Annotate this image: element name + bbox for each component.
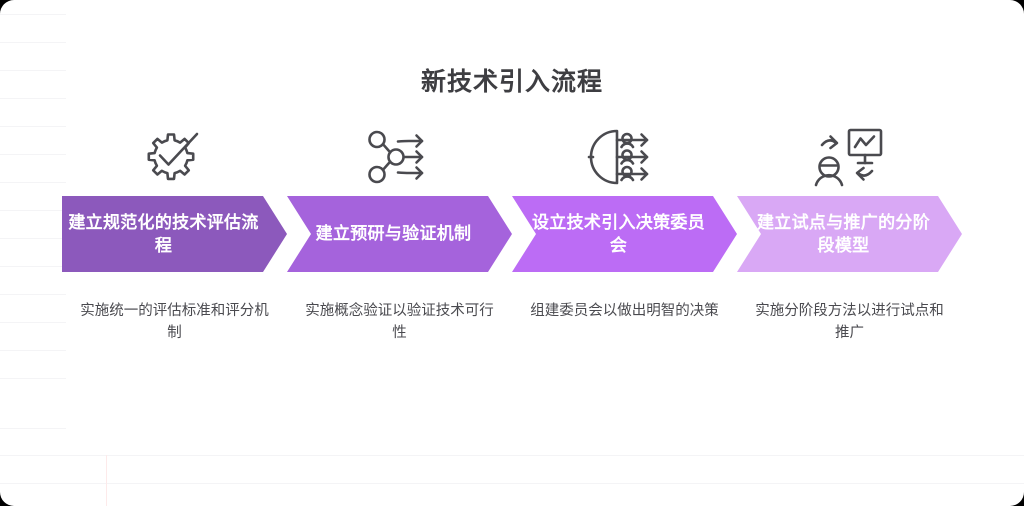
flow-step[interactable]: 建立预研与验证机制 实施概念验证以验证技术可行性 (287, 118, 512, 345)
guide-line (0, 294, 66, 295)
committee-group-arrows-icon (577, 118, 673, 196)
step-caption: 实施概念验证以验证技术可行性 (305, 303, 494, 342)
guide-line (0, 266, 66, 267)
guide-line (0, 483, 1024, 484)
guide-line (0, 154, 66, 155)
guide-line (0, 182, 66, 183)
step-caption: 组建委员会以做出明智的决策 (530, 303, 719, 319)
chevron-label: 设立技术引入决策委员会 (532, 212, 705, 255)
chevron-label: 建立预研与验证机制 (315, 224, 472, 244)
guide-line (0, 428, 66, 429)
flow-step[interactable]: 设立技术引入决策委员会 组建委员会以做出明智的决策 (512, 118, 737, 322)
chevron-banner[interactable]: 建立预研与验证机制 (287, 196, 512, 272)
guide-line (0, 42, 66, 43)
guide-line (0, 378, 66, 379)
guide-line (0, 238, 66, 239)
guide-line (0, 210, 66, 211)
guide-line (0, 14, 66, 15)
guide-line (0, 455, 1024, 456)
gear-check-icon (127, 118, 223, 196)
chevron-banner[interactable]: 设立技术引入决策委员会 (512, 196, 737, 272)
guide-line (0, 98, 66, 99)
chevron-banner[interactable]: 建立规范化的技术评估流程 (62, 196, 287, 272)
guide-line-vertical (106, 455, 107, 506)
guide-line (0, 350, 66, 351)
page-title: 新技术引入流程 (420, 68, 603, 96)
flow-step[interactable]: 建立试点与推广的分阶段模型 实施分阶段方法以进行试点和推广 (737, 118, 962, 345)
person-presentation-chart-icon (802, 118, 898, 196)
flow-step[interactable]: 建立规范化的技术评估流程 实施统一的评估标准和评分机制 (62, 118, 287, 345)
chevron-label: 建立规范化的技术评估流程 (68, 212, 259, 255)
process-flow: 建立规范化的技术评估流程 实施统一的评估标准和评分机制 (62, 118, 962, 345)
chevron-label: 建立试点与推广的分阶段模型 (757, 212, 930, 255)
branching-nodes-arrows-icon (352, 118, 448, 196)
step-caption: 实施分阶段方法以进行试点和推广 (755, 303, 944, 342)
guide-line (0, 322, 66, 323)
step-caption: 实施统一的评估标准和评分机制 (80, 303, 269, 342)
chevron-banner[interactable]: 建立试点与推广的分阶段模型 (737, 196, 962, 272)
guide-line (0, 126, 66, 127)
